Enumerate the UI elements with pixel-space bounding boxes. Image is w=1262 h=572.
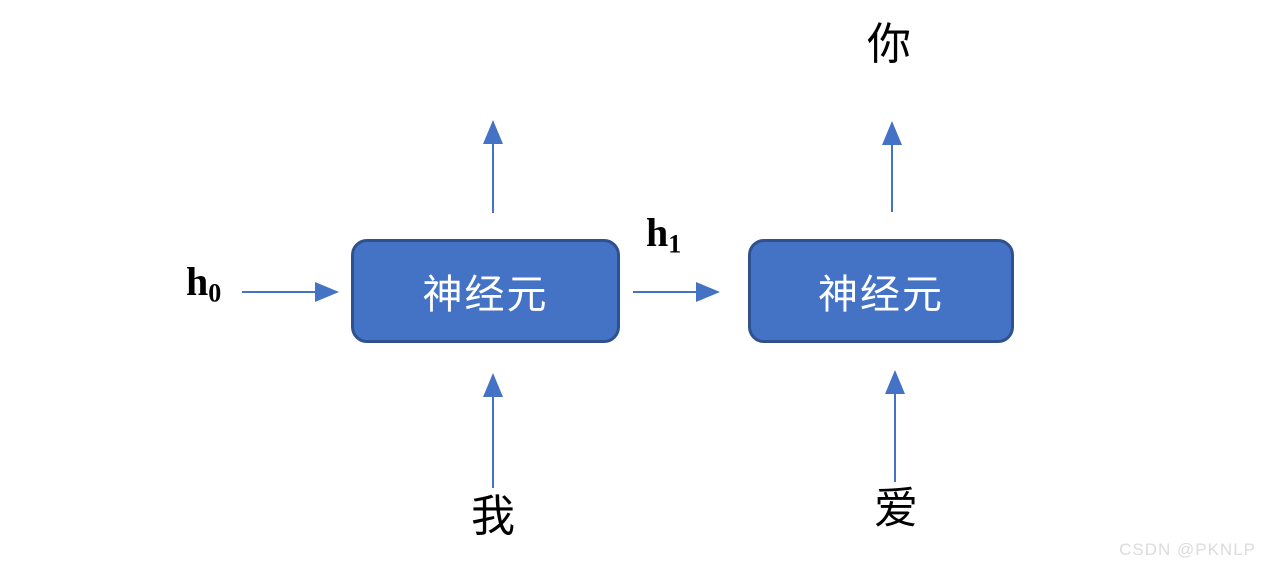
h0-subscript: 0 <box>208 278 222 308</box>
output-word-label: 你 <box>867 20 911 69</box>
neuron-node-2-label: 神经元 <box>818 273 944 317</box>
csdn-watermark: CSDN @PKNLP <box>1119 540 1256 559</box>
input-word-2-label: 爱 <box>874 484 918 533</box>
h1-base: h <box>646 210 669 255</box>
hidden-state-h1-label: h1 <box>646 210 681 258</box>
neuron-node-1-label: 神经元 <box>422 273 549 317</box>
input-word-1-label: 我 <box>471 492 515 541</box>
hidden-state-h0-label: h0 <box>186 259 221 307</box>
h0-base: h <box>186 259 209 304</box>
neuron-node-2: 神经元 <box>748 239 1014 343</box>
h1-subscript: 1 <box>668 229 682 259</box>
neuron-node-1: 神经元 <box>351 239 620 343</box>
